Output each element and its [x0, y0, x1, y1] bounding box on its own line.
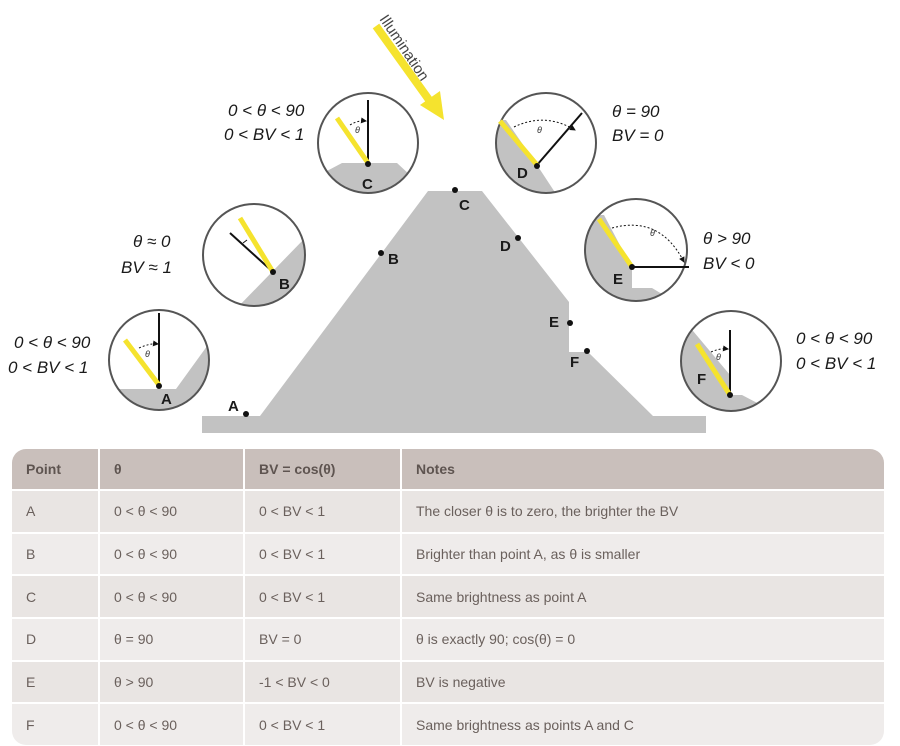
marker-c-label: C — [459, 197, 470, 214]
caption-f-line1: 0 < θ < 90 — [796, 329, 873, 348]
terrain-point-markers: A B C D E F — [228, 187, 590, 417]
caption-c-line2: 0 < BV < 1 — [224, 125, 304, 144]
caption-a-line2: 0 < BV < 1 — [8, 358, 88, 377]
inset-a-theta: θ — [145, 349, 150, 359]
hillshade-table: Point θ BV = cos(θ) Notes A 0 < θ < 90 0… — [12, 449, 884, 745]
inset-e-label: E — [613, 271, 623, 288]
caption-d-line2: BV = 0 — [612, 126, 664, 145]
cell-notes: BV is negative — [402, 659, 884, 703]
inset-e-theta: θ — [650, 228, 655, 238]
cell-point: F — [12, 702, 100, 745]
inset-c-theta: θ — [355, 125, 360, 135]
inset-a: θ A — [108, 309, 210, 411]
caption-d-line1: θ = 90 — [612, 102, 660, 121]
terrain-profile — [202, 191, 706, 433]
table-row: B 0 < θ < 90 0 < BV < 1 Brighter than po… — [12, 531, 884, 575]
cell-theta: 0 < θ < 90 — [100, 489, 245, 532]
inset-d-theta: θ — [537, 125, 542, 135]
caption-c-line1: 0 < θ < 90 — [228, 101, 305, 120]
cell-theta: θ > 90 — [100, 659, 245, 703]
cell-point: C — [12, 574, 100, 617]
cell-point: D — [12, 616, 100, 660]
table-row: D θ = 90 BV = 0 θ is exactly 90; cos(θ) … — [12, 616, 884, 660]
inset-d: θ D — [495, 92, 597, 194]
caption-f-line2: 0 < BV < 1 — [796, 354, 876, 373]
cell-bv: 0 < BV < 1 — [245, 489, 402, 532]
caption-b-line1: θ ≈ 0 — [133, 232, 171, 251]
cell-notes: θ is exactly 90; cos(θ) = 0 — [402, 616, 884, 660]
illumination-label: Illumination — [376, 12, 433, 84]
header-point: Point — [12, 449, 100, 489]
cell-theta: θ = 90 — [100, 616, 245, 660]
cell-theta: 0 < θ < 90 — [100, 574, 245, 617]
caption-e-line1: θ > 90 — [703, 229, 751, 248]
marker-f-label: F — [570, 354, 579, 371]
cell-point: B — [12, 531, 100, 575]
inset-b-label: B — [279, 276, 290, 293]
table-row: E θ > 90 -1 < BV < 0 BV is negative — [12, 659, 884, 703]
inset-a-label: A — [161, 391, 172, 408]
caption-e-line2: BV < 0 — [703, 254, 755, 273]
table-row: A 0 < θ < 90 0 < BV < 1 The closer θ is … — [12, 489, 884, 532]
cell-point: E — [12, 659, 100, 703]
header-theta: θ — [100, 449, 245, 489]
caption-b-line2: BV ≈ 1 — [121, 258, 172, 277]
inset-f-theta: θ — [716, 352, 721, 362]
cell-bv: BV = 0 — [245, 616, 402, 660]
hillshade-diagram: Illumination A B C D E F θ A 0 < θ < 90 … — [8, 12, 876, 433]
inset-d-label: D — [517, 165, 528, 182]
caption-a-line1: 0 < θ < 90 — [14, 333, 91, 352]
marker-b — [378, 250, 384, 256]
cell-bv: 0 < BV < 1 — [245, 574, 402, 617]
header-bv: BV = cos(θ) — [245, 449, 402, 489]
marker-c — [452, 187, 458, 193]
cell-notes: Same brightness as points A and C — [402, 702, 884, 745]
inset-f-label: F — [697, 371, 706, 388]
marker-e — [567, 320, 573, 326]
marker-f — [584, 348, 590, 354]
marker-b-label: B — [388, 251, 399, 268]
inset-c: θ C — [317, 92, 419, 194]
inset-e: θ E — [584, 198, 689, 302]
cell-notes: Brighter than point A, as θ is smaller — [402, 531, 884, 575]
cell-theta: 0 < θ < 90 — [100, 702, 245, 745]
marker-e-label: E — [549, 314, 559, 331]
cell-bv: 0 < BV < 1 — [245, 702, 402, 745]
cell-notes: Same brightness as point A — [402, 574, 884, 617]
inset-f: θ F — [680, 310, 782, 412]
cell-bv: 0 < BV < 1 — [245, 531, 402, 575]
cell-point: A — [12, 489, 100, 532]
marker-d — [515, 235, 521, 241]
header-notes: Notes — [402, 449, 884, 489]
table-header-row: Point θ BV = cos(θ) Notes — [12, 449, 884, 489]
inset-b: B — [202, 203, 306, 307]
marker-a — [243, 411, 249, 417]
brightness-table: Point θ BV = cos(θ) Notes A 0 < θ < 90 0… — [12, 449, 884, 745]
table-row: C 0 < θ < 90 0 < BV < 1 Same brightness … — [12, 574, 884, 617]
marker-a-label: A — [228, 398, 239, 415]
table-row: F 0 < θ < 90 0 < BV < 1 Same brightness … — [12, 702, 884, 745]
cell-notes: The closer θ is to zero, the brighter th… — [402, 489, 884, 532]
cell-bv: -1 < BV < 0 — [245, 659, 402, 703]
inset-c-label: C — [362, 176, 373, 193]
marker-d-label: D — [500, 238, 511, 255]
cell-theta: 0 < θ < 90 — [100, 531, 245, 575]
